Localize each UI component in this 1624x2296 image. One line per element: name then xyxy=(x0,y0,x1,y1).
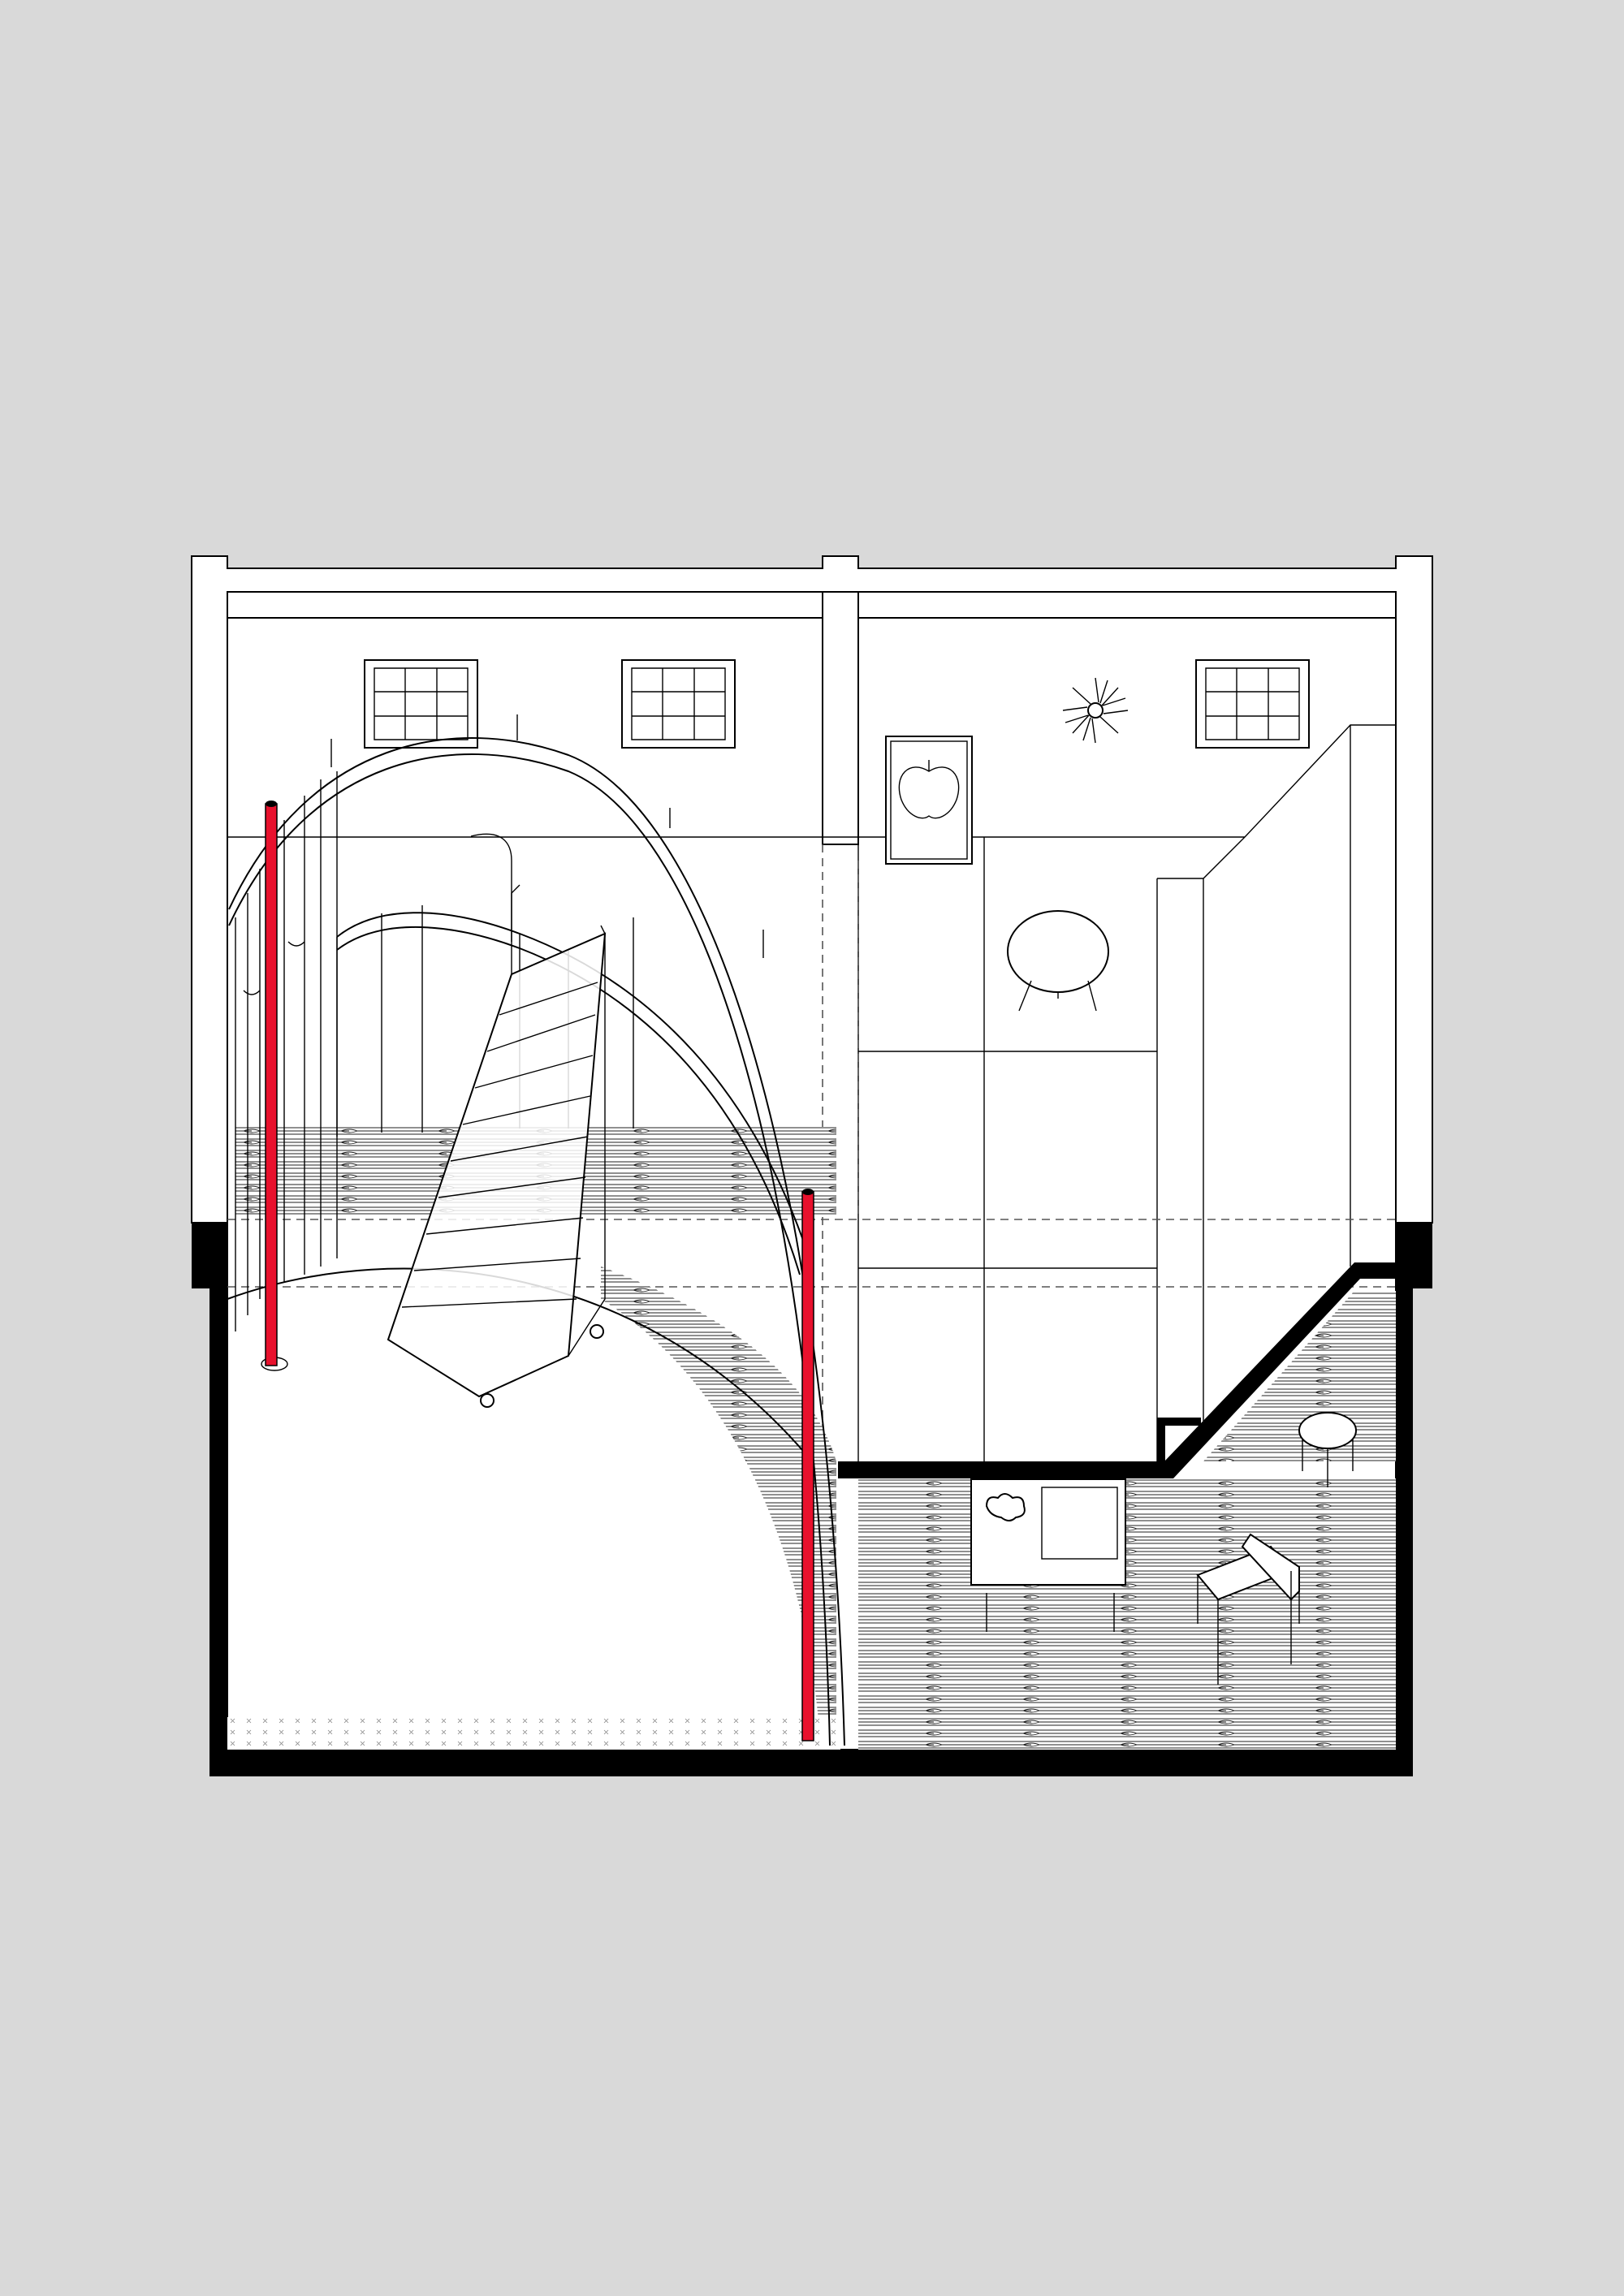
ladder-stair xyxy=(387,884,607,1408)
wood-floor-lower xyxy=(858,1478,1396,1750)
apple-icon xyxy=(898,760,960,819)
section-cut xyxy=(192,1223,1432,1776)
round-table xyxy=(1007,910,1109,1012)
side-table xyxy=(970,1478,1126,1632)
window xyxy=(621,659,736,749)
window xyxy=(364,659,478,749)
apple-poster xyxy=(885,736,973,865)
gravel-strip xyxy=(227,1717,840,1750)
sun-clock-icon xyxy=(1062,677,1129,744)
wood-floor-arch xyxy=(601,1267,836,1737)
curtain xyxy=(235,771,338,1331)
red-pole xyxy=(261,801,288,1371)
red-pole xyxy=(801,1189,814,1741)
chair xyxy=(1196,1533,1300,1685)
stool xyxy=(1298,1412,1357,1487)
window xyxy=(1195,659,1310,749)
flower-vase xyxy=(985,1493,1026,1521)
